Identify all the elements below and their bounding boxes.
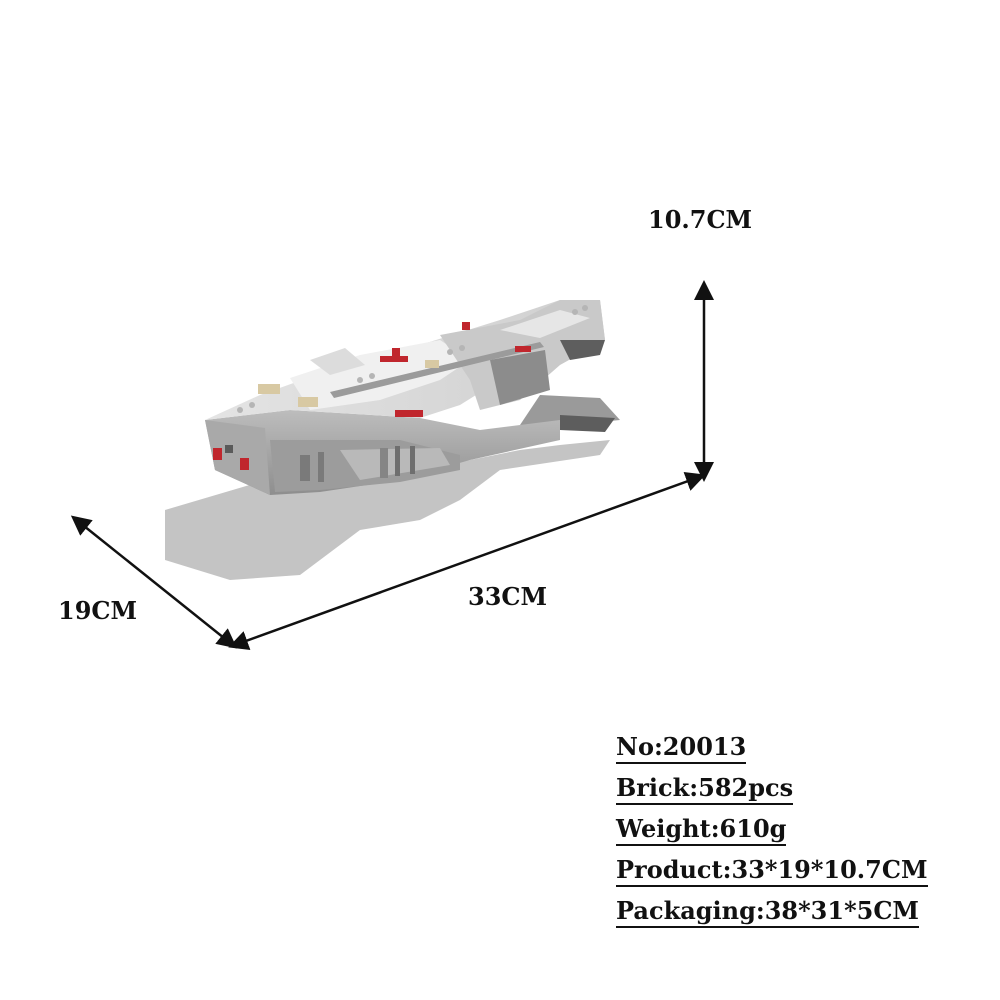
spec-list: No:20013 Brick:582pcs Weight:610g Produc…	[616, 732, 928, 938]
spec-item-weight-text: Weight:610g	[616, 814, 787, 846]
spec-item-product-size-text: Product:33*19*10.7CM	[616, 855, 928, 887]
spec-item-packaging-size-text: Packaging:38*31*5CM	[616, 896, 919, 928]
spec-item-packaging-size: Packaging:38*31*5CM	[616, 896, 928, 938]
depth-arrow	[70, 515, 238, 649]
spec-item-weight: Weight:610g	[616, 814, 928, 856]
depth-label: 19CM	[58, 596, 138, 625]
length-label: 33CM	[468, 582, 548, 611]
spec-item-product-size: Product:33*19*10.7CM	[616, 855, 928, 897]
length-arrow	[228, 472, 706, 650]
spec-item-bricks-text: Brick:582pcs	[616, 773, 794, 805]
lego-ship-model	[205, 300, 620, 495]
height-label: 10.7CM	[648, 205, 753, 234]
spec-item-number-text: No:20013	[616, 732, 747, 764]
spec-item-bricks: Brick:582pcs	[616, 773, 928, 815]
spec-item-number: No:20013	[616, 732, 928, 774]
